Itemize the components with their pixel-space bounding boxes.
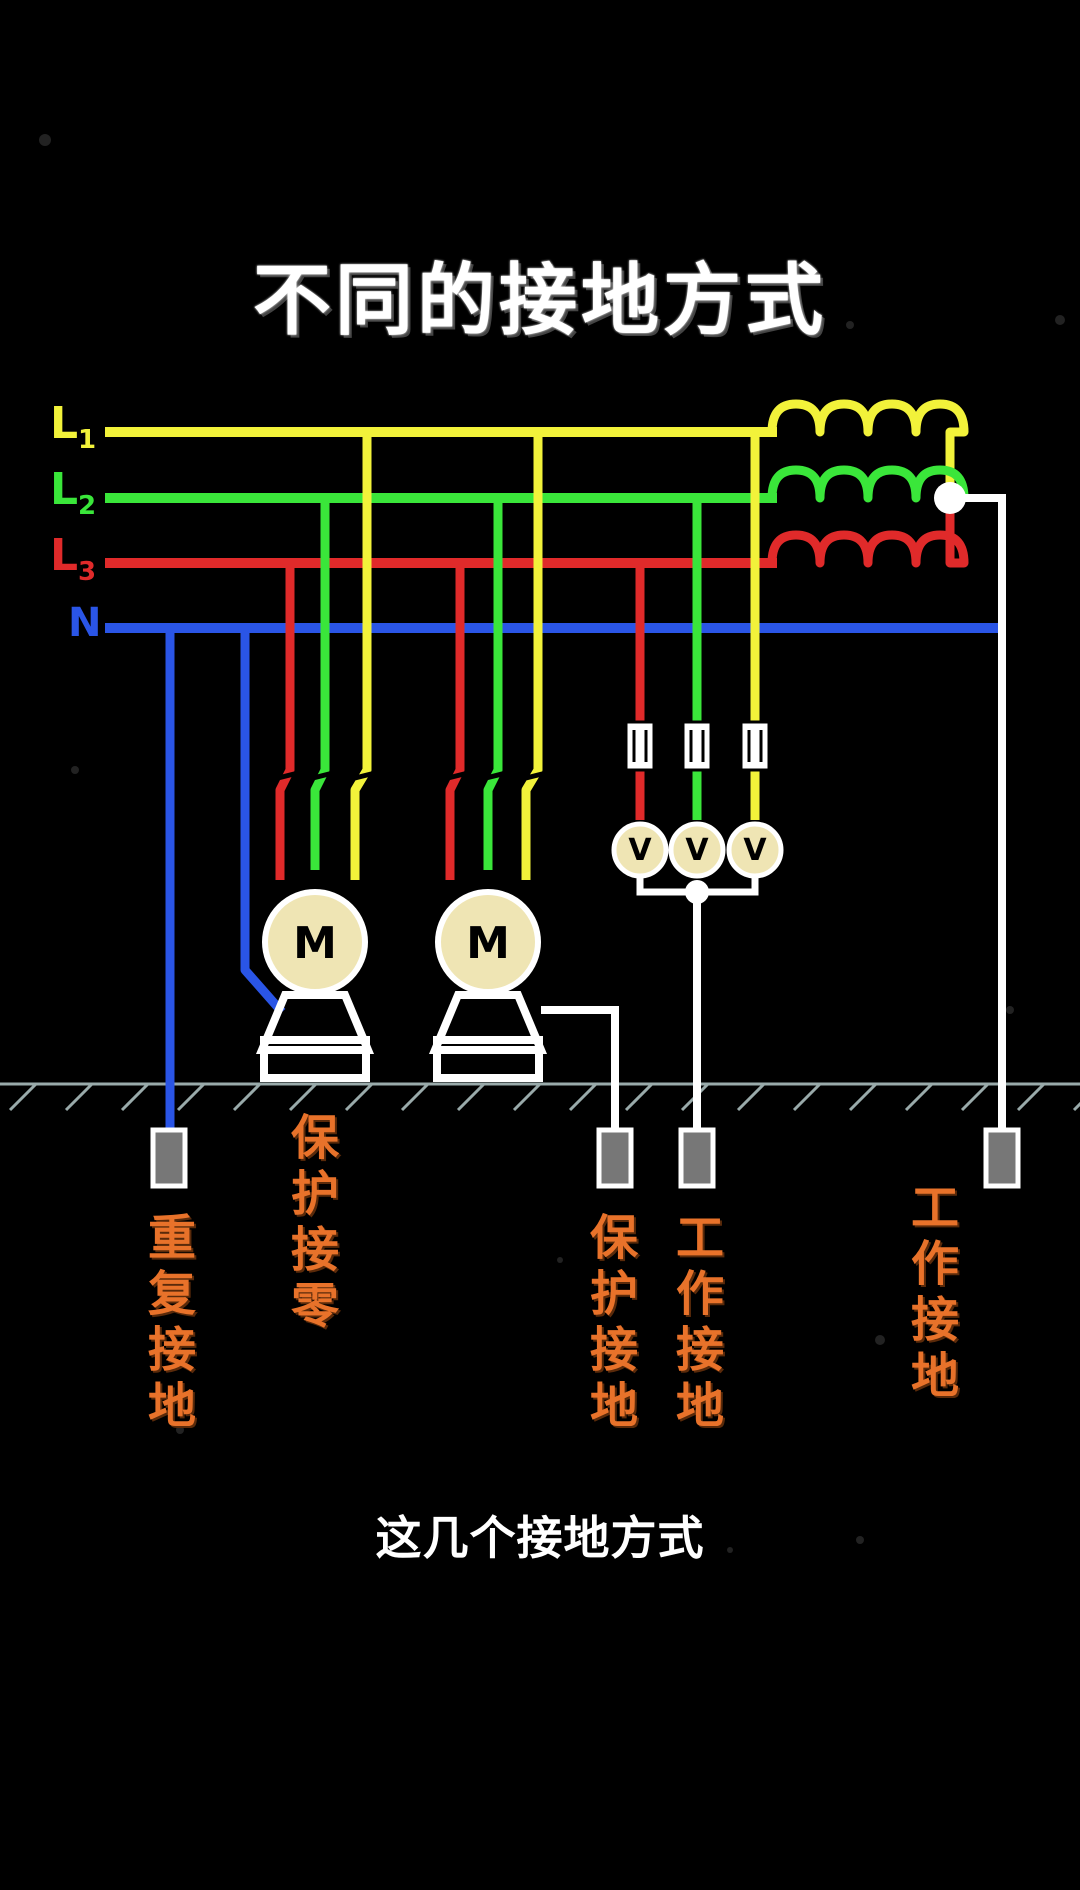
bus-lines <box>105 427 1005 633</box>
label-protective-neutral: 保护接零 <box>290 1110 339 1334</box>
voltmeter-group <box>611 432 784 1150</box>
ground-electrodes <box>150 1127 1021 1189</box>
background-stars <box>39 134 1065 1553</box>
winding-L2 <box>767 465 969 503</box>
label-working-ground-2: 工作接地 <box>910 1180 959 1404</box>
motor-1-label: M <box>293 918 337 969</box>
bus-label-L2: L2 <box>50 464 97 521</box>
motor-2-body <box>435 889 541 995</box>
caption-subtitle: 这几个接地方式 <box>375 1511 705 1565</box>
transformer-windings <box>767 399 969 568</box>
winding-L1 <box>767 399 969 498</box>
bus-label-L3: L3 <box>50 530 97 587</box>
voltmeter-1-label: V <box>628 833 652 868</box>
bus-label-L1: L1 <box>50 398 97 455</box>
ground-line <box>0 1082 1080 1112</box>
label-working-ground-1: 工作接地 <box>675 1210 724 1434</box>
motor-2-assembly <box>428 432 619 1150</box>
label-protective-earth: 保护接地 <box>589 1210 638 1434</box>
winding-L3 <box>767 498 969 568</box>
bus-label-N: N <box>68 600 102 646</box>
voltmeter-3-label: V <box>743 833 767 868</box>
page-title: 不同的接地方式 <box>252 256 827 346</box>
motor-2-label: M <box>466 918 510 969</box>
protective-earth-wire <box>541 1006 619 1150</box>
electrode-protective-earth <box>596 1127 634 1189</box>
motor-1-body <box>262 889 368 995</box>
voltmeter-2-label: V <box>685 833 709 868</box>
neutral-point-earth-wire <box>950 494 1006 1150</box>
neutral-point-node <box>934 482 966 514</box>
label-repeat-grounding: 重复接地 <box>147 1210 196 1434</box>
electrode-working-2 <box>983 1127 1021 1189</box>
motor-1-assembly <box>240 432 380 1082</box>
electrode-working-1 <box>678 1127 716 1189</box>
electrode-repeat <box>150 1127 188 1189</box>
